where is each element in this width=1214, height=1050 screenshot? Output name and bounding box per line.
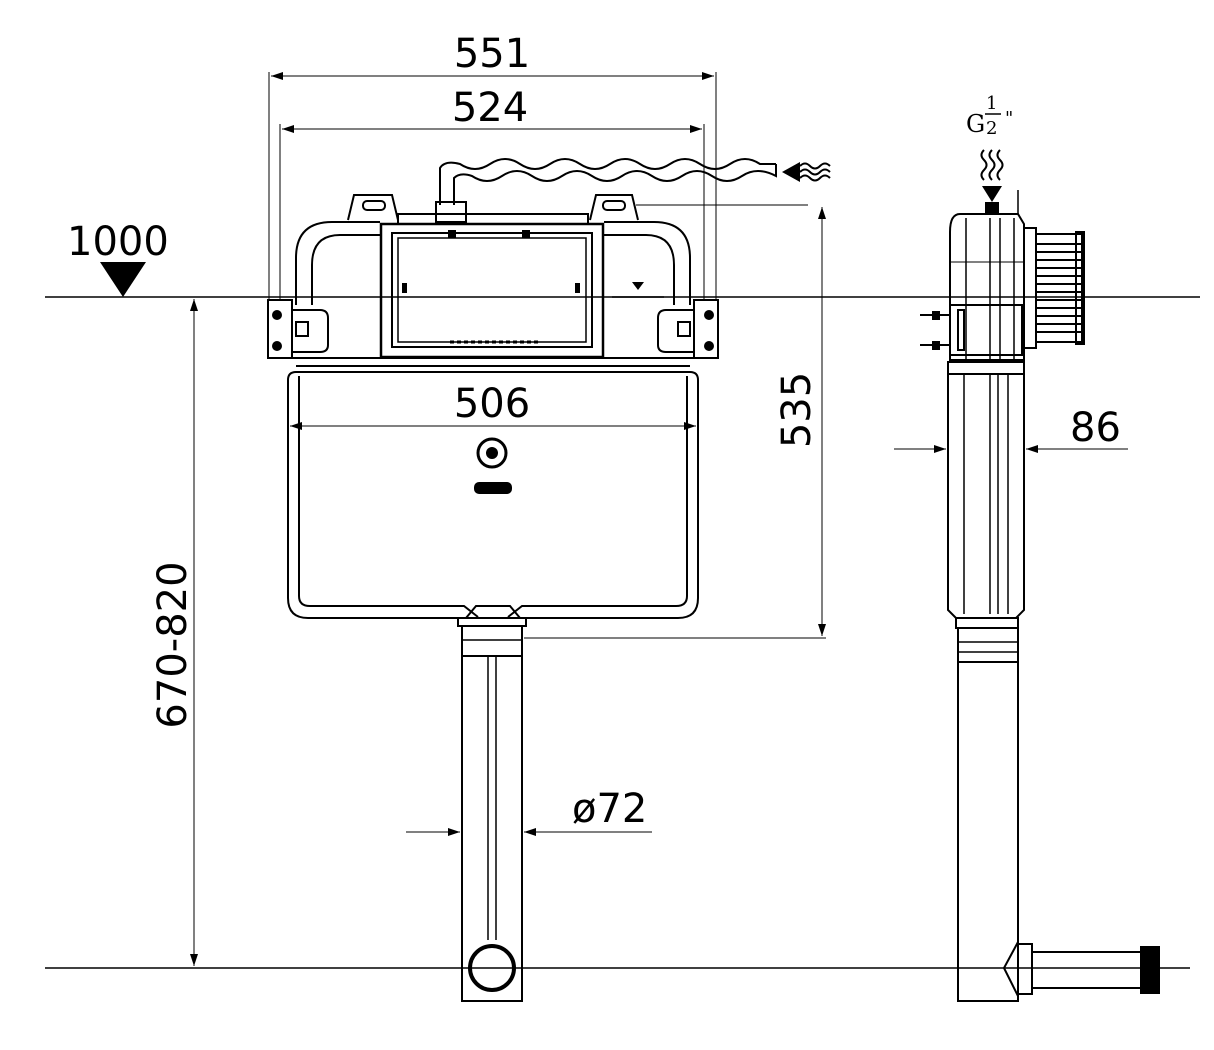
front-view — [267, 158, 831, 1002]
dimension-506: 506 — [290, 381, 696, 430]
thread-letter: G — [966, 110, 985, 138]
wavy-arrow-icon — [782, 162, 831, 182]
tank-body — [287, 371, 699, 619]
side-view: G 1 2 " — [920, 93, 1160, 1002]
dimension-pipe-diameter: ø72 — [406, 786, 652, 836]
dimension-670-820: 670-820 — [150, 299, 198, 966]
dimension-535: 535 — [524, 207, 826, 639]
outer-width-label: 551 — [454, 31, 530, 77]
height-range-label: 670-820 — [150, 561, 196, 728]
thread-denominator: 2 — [986, 118, 997, 139]
dimension-551: 551 — [268, 31, 717, 300]
thread-numerator: 1 — [986, 93, 997, 114]
dimension-depth: 86 — [894, 405, 1128, 453]
inlet-hose — [439, 158, 776, 205]
pipe-diameter-label: ø72 — [572, 786, 647, 832]
height-level-label: 1000 — [67, 219, 169, 265]
thread-unit: " — [1005, 108, 1013, 129]
frame-width-label: 524 — [452, 85, 528, 131]
tank-height-label: 535 — [774, 372, 820, 448]
dimension-524: 524 — [279, 85, 705, 300]
depth-label: 86 — [1070, 405, 1121, 451]
tank-width-label: 506 — [454, 381, 530, 427]
corrugation — [1036, 243, 1082, 333]
triangle-down-icon — [100, 262, 146, 297]
